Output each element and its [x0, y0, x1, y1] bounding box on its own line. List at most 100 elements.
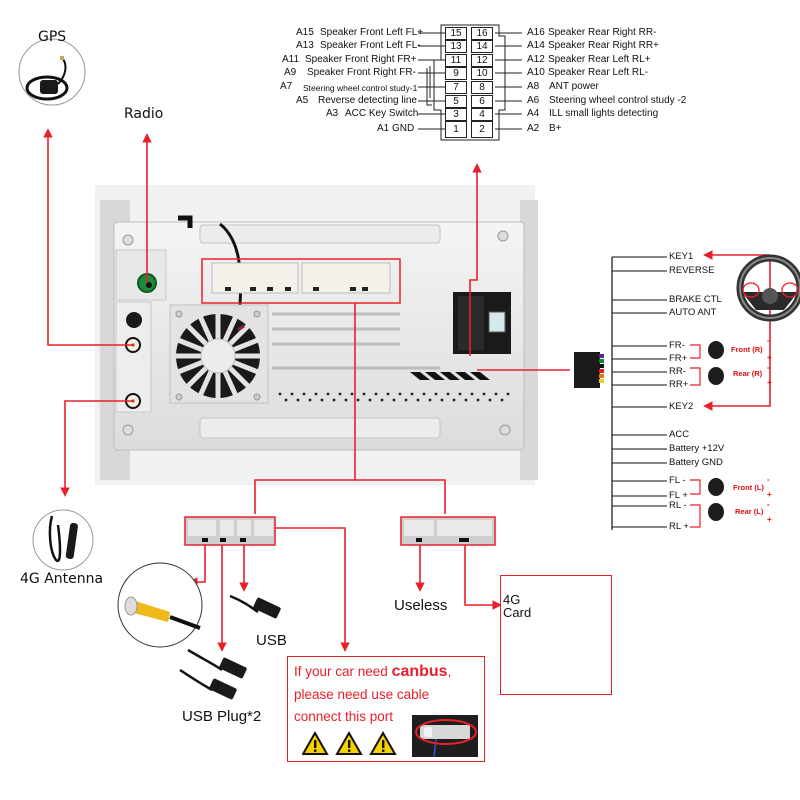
pin-code-a15: A15	[296, 27, 314, 38]
wire-rl-plus: RL +	[669, 521, 689, 532]
warning-icon	[369, 731, 397, 755]
pin-desc-a1: GND	[392, 123, 415, 134]
warning-icon	[302, 731, 329, 755]
pin-12: 12	[471, 54, 493, 67]
warning-icons	[302, 731, 397, 755]
pin-desc-a13: Speaker Front Left FL-	[320, 40, 421, 51]
usb-plug-2-icon	[179, 648, 247, 700]
pin-9: 9	[445, 67, 467, 80]
wire-acc: ACC	[669, 429, 690, 440]
pinout-wires	[418, 24, 522, 141]
wire-battery-gnd: Battery GND	[669, 457, 723, 468]
speaker-brackets	[690, 344, 701, 528]
cooling-fan	[169, 304, 269, 404]
pin-14: 14	[471, 40, 493, 53]
speaker-front-r-minus: -	[767, 336, 770, 345]
pin-desc-a14: Speaker Rear Right RR+	[548, 40, 659, 51]
speaker-icon-rear-l	[708, 503, 724, 521]
usb-label: USB	[256, 632, 287, 649]
speaker-front-l-plus: +	[767, 490, 772, 499]
pin-3: 3	[445, 108, 467, 121]
note-line1: If your car need canbus,	[294, 663, 451, 681]
4g-antenna-icon	[32, 509, 94, 571]
note-canbus-bold: canbus	[391, 663, 448, 680]
pin-desc-a10: Speaker Rear Left RL-	[548, 67, 649, 78]
note-line3: connect this port	[294, 709, 394, 724]
wire-key2: KEY2	[669, 401, 694, 412]
4g-card-box: 4G Card	[500, 575, 612, 695]
pin-code-a5: A5	[296, 95, 309, 106]
pin-16: 16	[471, 27, 493, 40]
pin-15: 15	[445, 27, 467, 40]
useless-label: Useless	[394, 597, 448, 614]
pin-code-a6: A6	[527, 95, 540, 106]
pin-code-a4: A4	[527, 108, 540, 119]
gps-label: GPS	[38, 29, 67, 45]
canbus-port-photo	[412, 715, 478, 757]
pin-2: 2	[471, 121, 493, 138]
speaker-icon-front-l	[708, 478, 724, 496]
wire-rr-plus: RR+	[669, 379, 689, 390]
wire-fr-minus: FR-	[669, 340, 685, 351]
4g-antenna-label: 4G Antenna	[20, 571, 104, 587]
pin-code-a14: A14	[527, 40, 545, 51]
wire-rr-minus: RR-	[669, 366, 686, 377]
pin-desc-a2: B+	[549, 123, 562, 134]
rca-camera-icon	[117, 562, 203, 648]
pin-4: 4	[471, 108, 493, 121]
pin-desc-a12: Speaker Rear Left RL+	[548, 54, 651, 65]
wire-battery-12v: Battery +12V	[669, 443, 725, 454]
pin-desc-a4: ILL small lights detecting	[549, 108, 659, 119]
sub-connector-right[interactable]	[400, 516, 496, 546]
speaker-rear-r-plus: +	[767, 378, 772, 387]
speaker-front-r-label: Front (R)	[731, 345, 763, 354]
main-connector-block[interactable]	[201, 258, 401, 304]
radio-label: Radio	[124, 106, 164, 122]
iso-socket[interactable]	[453, 292, 511, 354]
wire-fl-minus: FL -	[669, 475, 686, 486]
wire-auto-ant: AUTO ANT	[669, 307, 717, 318]
pin-code-a12: A12	[527, 54, 545, 65]
speaker-rear-l-label: Rear (L)	[735, 507, 764, 516]
4g-card-label-line1: 4G	[503, 592, 521, 607]
sub-connector-left[interactable]	[184, 516, 276, 546]
pin-code-a9: A9	[284, 67, 297, 78]
pin-desc-a7: Steering wheel control study-1	[303, 83, 418, 93]
pin-7: 7	[445, 81, 467, 94]
pin-6: 6	[471, 95, 493, 108]
pin-code-a8: A8	[527, 81, 540, 92]
wire-reverse: REVERSE	[669, 265, 715, 276]
note-line1-post: ,	[447, 664, 452, 679]
4g-card-label-line2: Card	[503, 605, 532, 620]
speaker-rear-r-label: Rear (R)	[733, 369, 763, 378]
pin-desc-a6: Steering wheel control study -2	[549, 95, 687, 106]
harness-lines	[612, 256, 667, 528]
speaker-rear-l-minus: -	[767, 500, 770, 509]
speaker-rear-r-minus: -	[767, 363, 770, 372]
note-line2: please need use cable	[294, 687, 430, 702]
speaker-front-l-minus: -	[767, 475, 770, 484]
usb-plug-label: USB Plug*2	[182, 708, 262, 725]
pin-desc-a15: Speaker Front Left FL+	[320, 27, 424, 38]
pin-desc-a3: ACC Key Switch	[345, 108, 419, 119]
pin-desc-a8: ANT power	[549, 81, 599, 92]
canbus-note: If your car need canbus, please need use…	[287, 656, 485, 762]
wire-fl-plus: FL +	[669, 490, 688, 501]
pin-code-a16: A16	[527, 27, 545, 38]
wire-brake-ctl: BRAKE CTL	[669, 294, 722, 305]
speaker-icon-front-r	[708, 341, 724, 359]
speaker-front-l-label: Front (L)	[733, 483, 764, 492]
pin-desc-a5: Reverse detecting line	[318, 95, 417, 106]
gps-antenna-icon	[18, 38, 86, 106]
pin-code-a11: A11	[282, 54, 300, 65]
pin-1: 1	[445, 121, 467, 138]
speaker-icon-rear-r	[708, 367, 724, 385]
pin-code-a7: A7	[280, 81, 293, 92]
pin-code-a1: A1	[377, 123, 390, 134]
warning-icon	[335, 731, 363, 755]
speaker-rear-l-plus: +	[767, 515, 772, 524]
aux-port	[126, 312, 142, 328]
pin-8: 8	[471, 81, 493, 94]
pin-code-a10: A10	[527, 67, 545, 78]
